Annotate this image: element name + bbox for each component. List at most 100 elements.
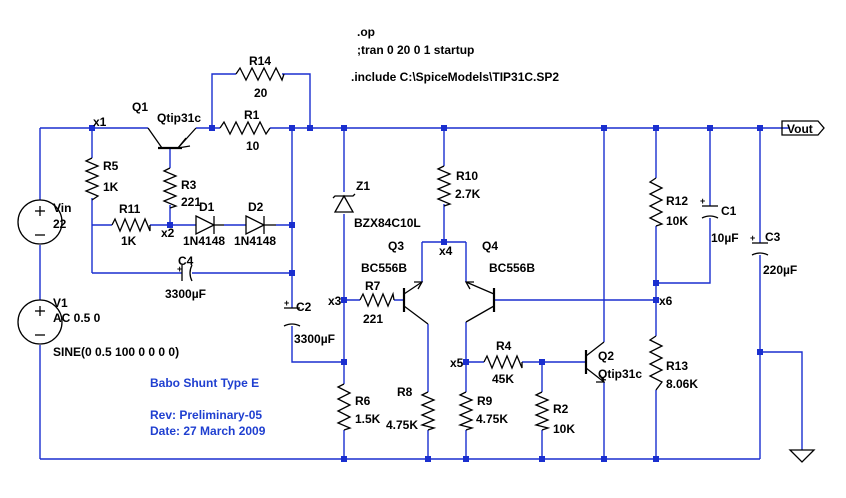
label-r2-ref: R2 (553, 402, 569, 416)
net-x6: x6 (659, 294, 673, 308)
label-r3-value: 221 (181, 195, 201, 209)
label-v1-spec: SINE(0 0.5 100 0 0 0 0) (53, 345, 179, 359)
output-port-vout-symbol (781, 120, 825, 136)
label-r6-value: 1.5K (355, 412, 381, 426)
voltage-source-v1-symbol (17, 299, 63, 345)
schematic-revision: Rev: Preliminary-05 (150, 408, 262, 422)
directive-include: .include C:\SpiceModels\TIP31C.SP2 (351, 70, 559, 84)
label-c2-value: 3300µF (294, 332, 335, 346)
resistor-r5-symbol (84, 157, 100, 201)
label-r1-value: 10 (246, 139, 260, 153)
label-r8-ref: R8 (397, 385, 413, 399)
label-q3-value: BC556B (361, 261, 407, 275)
label-r1-ref: R1 (244, 108, 260, 122)
zener-z1-symbol (332, 193, 356, 213)
diode-d2-symbol (245, 214, 276, 236)
label-vout: Vout (787, 122, 813, 136)
net-x2: x2 (161, 226, 175, 240)
svg-text:+: + (700, 196, 705, 206)
capacitor-c2-symbol: + (283, 298, 301, 327)
label-c2-ref: C2 (296, 300, 312, 314)
label-r3-ref: R3 (181, 178, 197, 192)
label-c1-value: 10µF (711, 231, 739, 245)
label-q4-ref: Q4 (482, 239, 498, 253)
resistor-r2-symbol (533, 391, 551, 431)
junctions (89, 125, 763, 462)
transistor-q3-symbol (402, 281, 429, 325)
resistor-r14-symbol (235, 66, 285, 82)
label-r6-ref: R6 (355, 394, 371, 408)
schematic-date: Date: 27 March 2009 (150, 424, 266, 438)
resistor-r1-symbol (219, 120, 271, 136)
label-c3-ref: C3 (765, 230, 781, 244)
label-r10-ref: R10 (456, 169, 478, 183)
label-r11-ref: R11 (119, 202, 141, 216)
label-r13-ref: R13 (666, 359, 688, 373)
label-z1-ref: Z1 (356, 179, 370, 193)
transistor-q2-symbol (584, 341, 606, 383)
label-r4-value: 45K (492, 372, 514, 386)
label-r10-value: 2.7K (455, 187, 481, 201)
label-r11-value: 1K (121, 234, 137, 248)
net-x3: x3 (328, 294, 342, 308)
resistor-r4-symbol (483, 354, 523, 370)
svg-text:+: + (750, 233, 755, 243)
resistor-r13-symbol (648, 335, 664, 391)
label-c4-value: 3300µF (165, 287, 206, 301)
capacitor-c3-symbol: + (750, 233, 769, 256)
resistor-r7-symbol (359, 291, 395, 308)
directive-op: .op (357, 25, 375, 39)
net-x1: x1 (93, 115, 107, 129)
net-x5: x5 (450, 356, 464, 370)
label-q2-ref: Q2 (598, 349, 614, 363)
label-r9-ref: R9 (477, 394, 493, 408)
schematic-title: Babo Shunt Type E (150, 376, 259, 390)
label-q1-ref: Q1 (132, 100, 148, 114)
label-r4-ref: R4 (496, 339, 512, 353)
label-v1-ref: V1 (53, 296, 68, 310)
voltage-source-vin-symbol (17, 199, 63, 245)
label-r2-value: 10K (553, 422, 575, 436)
label-vin-ref: Vin (53, 201, 71, 215)
label-q4-value: BC556B (489, 261, 535, 275)
diode-d1-symbol (195, 214, 224, 236)
resistor-r8-symbol (419, 391, 437, 431)
resistor-r9-symbol (457, 391, 475, 431)
label-r5-ref: R5 (103, 159, 119, 173)
resistor-r6-symbol (336, 383, 352, 431)
label-r7-value: 221 (363, 312, 383, 326)
directive-tran: ;tran 0 20 0 1 startup (357, 43, 474, 57)
label-r8-value: 4.75K (386, 418, 418, 432)
label-d2-ref: D2 (248, 200, 264, 214)
transistor-q4-symbol (464, 281, 496, 323)
label-r9-value: 4.75K (476, 412, 508, 426)
label-d2-value: 1N4148 (234, 234, 276, 248)
label-q2-value: Qtip31c (598, 367, 642, 381)
label-c4-ref: C4 (178, 254, 194, 268)
label-d1-value: 1N4148 (183, 234, 225, 248)
label-c1-ref: C1 (721, 204, 737, 218)
resistor-r3-symbol (162, 167, 178, 209)
label-z1-value: BZX84C10L (354, 216, 421, 230)
svg-text:+: + (284, 298, 289, 308)
label-c3-value: 220µF (763, 263, 797, 277)
label-vin-value: 22 (53, 217, 67, 231)
label-d1-ref: D1 (199, 200, 215, 214)
label-r5-value: 1K (103, 180, 119, 194)
resistor-r12-symbol (648, 177, 664, 227)
label-r14-ref: R14 (249, 54, 271, 68)
label-r12-ref: R12 (666, 194, 688, 208)
label-r12-value: 10K (666, 214, 688, 228)
label-r14-value: 20 (254, 86, 268, 100)
net-x4: x4 (439, 244, 453, 258)
svg-text:+: + (177, 264, 182, 274)
label-r13-value: 8.06K (666, 377, 698, 391)
ground-icon (788, 449, 816, 463)
label-q3-ref: Q3 (388, 239, 404, 253)
capacitor-c1-symbol: + (700, 196, 719, 219)
label-q1-value: Qtip31c (157, 111, 201, 125)
resistor-r10-symbol (436, 165, 452, 207)
transistor-q1-symbol (147, 127, 197, 150)
